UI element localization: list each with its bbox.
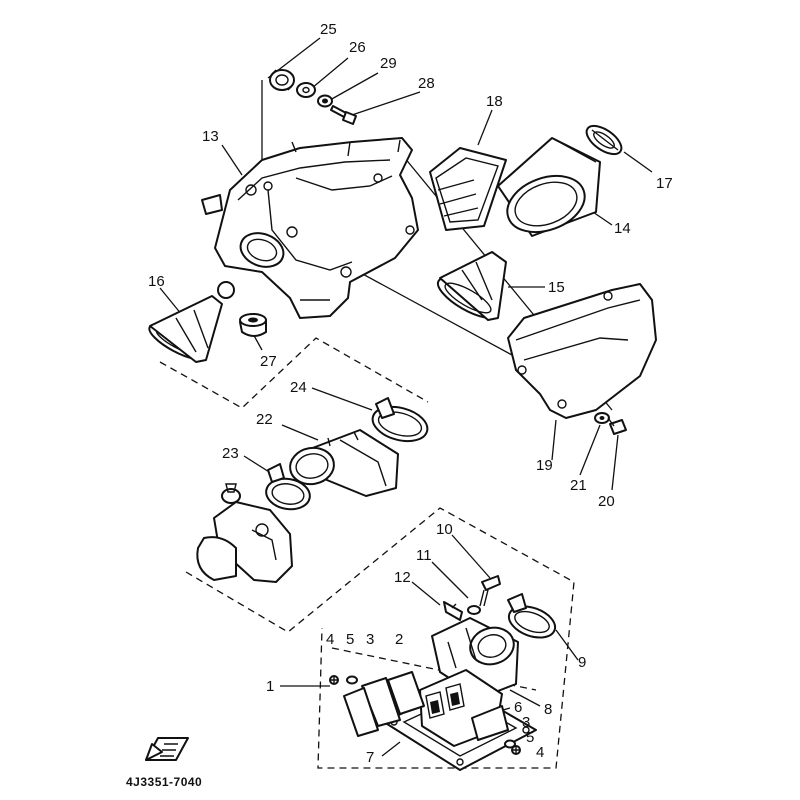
callout-3-right: 3 <box>522 714 530 731</box>
bolt-part-28 <box>330 105 357 125</box>
clamp-part-23 <box>265 463 311 511</box>
callout-20: 20 <box>598 493 615 510</box>
washer-part-26 <box>296 82 316 98</box>
filter-guide-part-16 <box>148 281 235 363</box>
clamp-part-9 <box>507 593 557 639</box>
callout-numbers: 25 26 29 28 18 13 17 14 16 15 27 24 22 1… <box>148 21 673 766</box>
cap-part-17 <box>585 124 623 156</box>
front-arrow-icon <box>145 737 189 761</box>
callout-23: 23 <box>222 445 239 462</box>
filter-case-part-13 <box>201 137 419 319</box>
callout-5-right: 5 <box>526 729 534 746</box>
filter-guide-part-15 <box>436 251 507 321</box>
callout-11: 11 <box>416 547 432 564</box>
callout-26: 26 <box>349 39 366 56</box>
callout-24: 24 <box>290 379 307 396</box>
reed-stopper-part-3-left <box>343 677 401 737</box>
callout-27: 27 <box>260 353 277 370</box>
callout-16: 16 <box>148 273 165 290</box>
filter-frame-part-18 <box>429 147 507 231</box>
callout-25: 25 <box>320 21 337 38</box>
screw-part-4-left <box>329 675 339 685</box>
washer-part-21 <box>594 412 610 424</box>
damper-part-27 <box>239 313 267 337</box>
callout-14: 14 <box>614 220 631 237</box>
bolt-part-10 <box>479 575 501 607</box>
callout-13: 13 <box>202 128 219 145</box>
callout-10: 10 <box>436 521 453 538</box>
callout-17: 17 <box>656 175 673 192</box>
callout-19: 19 <box>536 457 553 474</box>
callout-18: 18 <box>486 93 503 110</box>
side-cover-part-19 <box>507 283 657 419</box>
reed-petal-part-2 <box>387 671 425 715</box>
callout-4-right: 4 <box>536 744 544 761</box>
callout-9: 9 <box>578 654 586 671</box>
callout-4-left: 4 <box>326 631 334 648</box>
callout-5-left: 5 <box>346 631 354 648</box>
screw-part-4-right <box>511 745 521 755</box>
filter-element-part-14 <box>497 137 601 237</box>
clamp-part-24 <box>371 397 429 443</box>
carburetor-reference <box>196 483 293 583</box>
callout-12: 12 <box>394 569 411 586</box>
callout-28: 28 <box>418 75 435 92</box>
washer-part-5-right <box>504 739 516 749</box>
callout-29: 29 <box>380 55 397 72</box>
washer-part-5-left <box>346 675 358 685</box>
washer-part-11 <box>467 605 481 615</box>
diagram-code: 4J3351-7040 <box>126 775 202 789</box>
callout-3-left: 3 <box>366 631 374 648</box>
callout-22: 22 <box>256 411 273 428</box>
callout-1: 1 <box>266 678 274 695</box>
callout-6: 6 <box>514 699 522 716</box>
intake-joint-part-22 <box>289 429 399 497</box>
bracket-part-12 <box>443 601 463 621</box>
callout-8: 8 <box>544 701 552 718</box>
callout-2: 2 <box>395 631 403 648</box>
callout-15: 15 <box>548 279 565 296</box>
callout-21: 21 <box>570 477 587 494</box>
grommet-part-25 <box>269 69 295 91</box>
lock-washer-part-29 <box>317 94 333 108</box>
callout-7: 7 <box>366 749 374 766</box>
reed-stopper-part-3-right <box>471 705 509 741</box>
screw-part-20 <box>607 417 627 435</box>
